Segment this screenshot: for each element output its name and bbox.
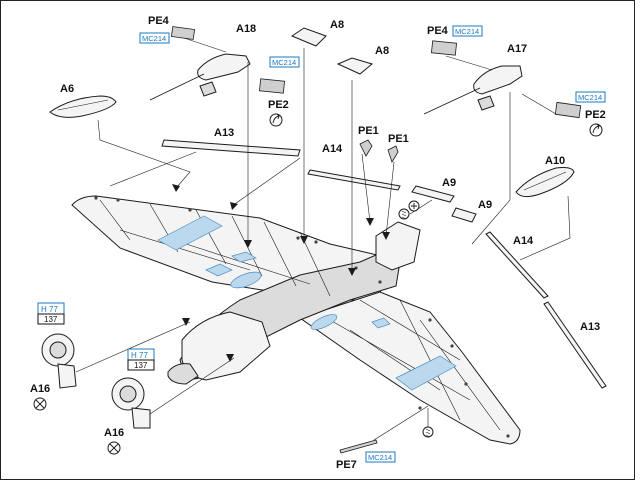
paint-code-2: H 77	[131, 351, 148, 360]
label-a14-right: A14	[513, 235, 534, 247]
part-a13-right-strip	[543, 301, 607, 389]
mc214-box-a17	[575, 91, 606, 103]
highlight-left-panel	[157, 215, 223, 251]
label-a10: A10	[545, 155, 565, 167]
label-pe4-left: PE4	[148, 15, 170, 27]
drill-hole-icon	[422, 426, 434, 438]
label-a17: A17	[507, 43, 527, 55]
leader-lines	[75, 37, 571, 441]
label-a9-mid: A9	[478, 199, 492, 211]
label-a13-top: A13	[214, 127, 234, 139]
highlight-right-small	[371, 317, 391, 329]
highlight-left-center	[205, 263, 233, 277]
mc214-box-pe7	[365, 451, 396, 463]
paint-number-box-2	[127, 359, 155, 371]
label-mc214-pe4-right: MC214	[455, 27, 479, 36]
label-mc214-left-top: MC214	[142, 34, 166, 43]
part-a17-gunpod	[423, 65, 523, 115]
highlight-left-strip	[231, 251, 257, 263]
bend-arrow-icon	[589, 123, 603, 137]
right-wing-panel-lines	[329, 299, 501, 431]
label-pe4-right: PE4	[427, 25, 449, 37]
part-a16-wheel-left	[41, 333, 77, 389]
engine-cowling	[181, 311, 271, 381]
drill-hole-icon	[398, 208, 410, 220]
remove-cut-icon	[33, 397, 47, 411]
pe4-right-part	[430, 40, 458, 56]
label-a14-top: A14	[322, 143, 343, 155]
pe4-left-part	[170, 26, 196, 40]
paint-code-1: H 77	[41, 305, 58, 314]
mc214-box-pe4-left	[139, 32, 170, 44]
highlight-inner-ellipse	[230, 271, 262, 289]
label-pe2-left: PE2	[268, 99, 289, 111]
part-a9-top-strip	[411, 185, 455, 203]
bend-arrow-icon	[269, 113, 283, 127]
mc214-box-a18	[269, 56, 300, 68]
label-mc214-pe7: MC214	[368, 453, 392, 462]
highlight-right-panel	[395, 355, 457, 391]
mc214-box-pe4-right	[452, 25, 483, 37]
pe7-part	[339, 439, 378, 454]
remove-cut-icon	[107, 441, 121, 455]
pe-mc214-a17-part	[554, 101, 582, 119]
paint-number-1: 137	[44, 315, 58, 324]
label-pe1-left: PE1	[358, 125, 379, 137]
label-mc214-a18: MC214	[272, 58, 296, 67]
label-pe1-right: PE1	[388, 133, 409, 145]
part-a9-mid-strip	[451, 207, 477, 223]
part-a10-tank	[515, 167, 575, 198]
label-a13-right: A13	[580, 321, 600, 333]
part-a18-gunpod	[149, 53, 251, 101]
remove-cut-icon	[408, 200, 420, 212]
label-a16-left: A16	[30, 383, 50, 395]
label-a9-top: A9	[442, 177, 456, 189]
label-a6: A6	[60, 83, 74, 95]
pe1-left-part	[359, 139, 373, 157]
part-a14-top-strip	[307, 169, 401, 191]
right-wing	[298, 291, 521, 445]
highlight-right-ellipse	[310, 314, 338, 330]
part-a13-top-strip	[161, 139, 301, 157]
part-a16-wheel-bottom	[111, 377, 151, 429]
part-a14-right-strip	[485, 231, 549, 299]
label-a8-mid: A8	[375, 45, 389, 57]
label-a16-bottom: A16	[104, 427, 124, 439]
part-a6-tank	[49, 95, 117, 118]
label-mc214-a17: MC214	[578, 93, 602, 102]
pe-mc214-a18-part	[258, 78, 286, 94]
label-pe7: PE7	[336, 459, 357, 471]
aircraft-assembly	[71, 195, 521, 445]
pe1-right-part	[387, 145, 399, 163]
leader-arrowheads	[172, 184, 390, 362]
part-a8-top	[290, 27, 327, 47]
label-a18: A18	[236, 23, 256, 35]
paint-number-2: 137	[134, 361, 148, 370]
paint-number-box-1	[37, 313, 65, 325]
cockpit-area	[375, 221, 421, 271]
label-pe2-right: PE2	[585, 109, 606, 121]
spinner	[167, 363, 199, 385]
part-a8-mid	[336, 57, 374, 75]
label-a8-top: A8	[330, 19, 344, 31]
